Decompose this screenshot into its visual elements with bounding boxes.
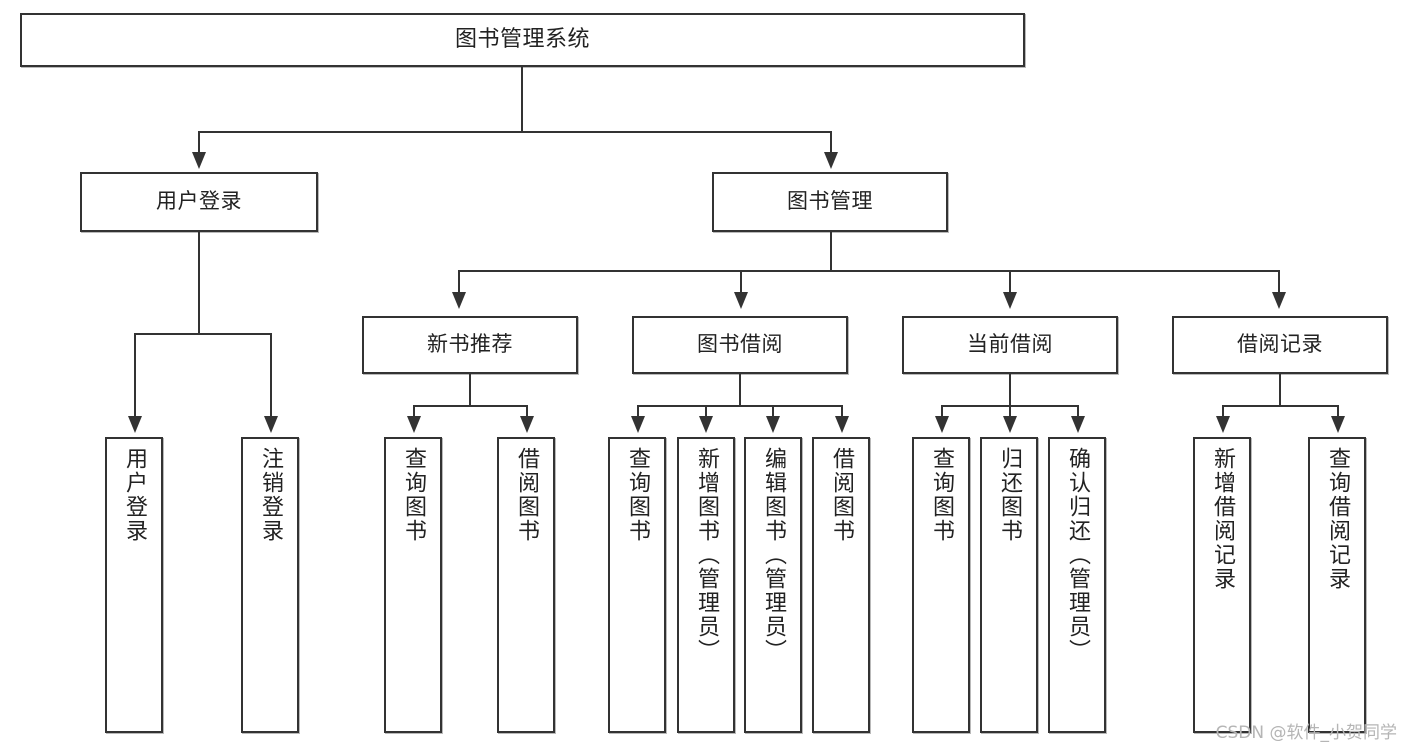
arrowhead-leaf-confirm-return — [1071, 416, 1085, 433]
node-label: 编辑图书（管理员） — [761, 447, 786, 663]
arrowhead-leaf-user-login — [128, 416, 142, 433]
leaf-query-book-current[interactable]: 查询图书 — [912, 437, 970, 733]
connector-book-borrow-stem — [739, 374, 741, 405]
arrowhead-leaf-query-record — [1331, 416, 1345, 433]
connector-current-borrow-stem — [1009, 374, 1011, 405]
connector-book-borrow-drop-2 — [705, 405, 707, 420]
connector-book-mgmt-drop-4 — [1278, 270, 1280, 296]
arrowhead-borrow-record — [1272, 292, 1286, 309]
node-current-borrow[interactable]: 当前借阅 — [902, 316, 1118, 374]
leaf-user-login[interactable]: 用户登录 — [105, 437, 163, 733]
connector-book-borrow-bus — [637, 405, 843, 407]
arrowhead-book-borrow — [734, 292, 748, 309]
leaf-return-book[interactable]: 归还图书 — [980, 437, 1038, 733]
leaf-query-book-recommend[interactable]: 查询图书 — [384, 437, 442, 733]
connector-book-borrow-drop-3 — [772, 405, 774, 420]
connector-borrow-record-bus — [1222, 405, 1337, 407]
leaf-edit-book-admin[interactable]: 编辑图书（管理员） — [744, 437, 802, 733]
node-label: 查询图书 — [625, 447, 650, 543]
node-label: 用户登录 — [122, 447, 147, 543]
connector-new-book-bus — [413, 405, 526, 407]
connector-user-login-drop-1 — [134, 333, 136, 420]
connector-book-mgmt-stem — [830, 232, 832, 270]
node-label: 图书借阅 — [697, 332, 783, 357]
arrowhead-leaf-add-record — [1216, 416, 1230, 433]
node-user-login[interactable]: 用户登录 — [80, 172, 318, 232]
connector-new-book-stem — [469, 374, 471, 405]
node-label: 借阅记录 — [1237, 332, 1323, 357]
arrowhead-leaf-edit-book — [766, 416, 780, 433]
connector-book-borrow-drop-1 — [637, 405, 639, 420]
arrowhead-leaf-logout — [264, 416, 278, 433]
connector-borrow-record-stem — [1279, 374, 1281, 405]
leaf-confirm-return-admin[interactable]: 确认归还（管理员） — [1048, 437, 1106, 733]
node-label: 当前借阅 — [967, 332, 1053, 357]
arrowhead-leaf-query-book-2 — [631, 416, 645, 433]
node-label: 图书管理 — [787, 189, 873, 214]
connector-user-login-bus — [134, 333, 270, 335]
node-label: 用户登录 — [156, 189, 242, 214]
leaf-borrow-book-recommend[interactable]: 借阅图书 — [497, 437, 555, 733]
connector-current-borrow-drop-3 — [1077, 405, 1079, 420]
connector-book-mgmt-drop-3 — [1009, 270, 1011, 296]
connector-root-stem — [521, 67, 523, 131]
leaf-add-borrow-record[interactable]: 新增借阅记录 — [1193, 437, 1251, 733]
leaf-query-book-borrow[interactable]: 查询图书 — [608, 437, 666, 733]
node-label: 查询图书 — [401, 447, 426, 543]
node-root-library-system[interactable]: 图书管理系统 — [20, 13, 1025, 67]
node-label: 新书推荐 — [427, 332, 513, 357]
connector-borrow-record-drop-2 — [1337, 405, 1339, 420]
arrowhead-leaf-return-book — [1003, 416, 1017, 433]
connector-root-to-book-mgmt — [830, 131, 832, 157]
connector-book-mgmt-bus — [458, 270, 1280, 272]
leaf-logout[interactable]: 注销登录 — [241, 437, 299, 733]
node-label: 查询借阅记录 — [1325, 447, 1350, 591]
node-book-borrow[interactable]: 图书借阅 — [632, 316, 848, 374]
node-label: 借阅图书 — [514, 447, 539, 543]
connector-borrow-record-drop-1 — [1222, 405, 1224, 420]
node-label: 借阅图书 — [829, 447, 854, 543]
connector-book-borrow-drop-4 — [841, 405, 843, 420]
connector-root-bus — [198, 131, 832, 133]
connector-user-login-stem — [198, 232, 200, 333]
arrowhead-leaf-query-book-1 — [407, 416, 421, 433]
node-label: 注销登录 — [258, 447, 283, 543]
node-label: 图书管理系统 — [454, 26, 590, 52]
node-label: 新增图书（管理员） — [694, 447, 719, 663]
arrowhead-current-borrow — [1003, 292, 1017, 309]
connector-new-book-drop-2 — [526, 405, 528, 420]
node-label: 归还图书 — [997, 447, 1022, 543]
node-new-book-recommend[interactable]: 新书推荐 — [362, 316, 578, 374]
arrowhead-leaf-borrow-book-2 — [835, 416, 849, 433]
node-label: 查询图书 — [929, 447, 954, 543]
arrowhead-leaf-add-book — [699, 416, 713, 433]
connector-root-to-user-login — [198, 131, 200, 157]
connector-book-mgmt-drop-1 — [458, 270, 460, 296]
arrowhead-leaf-query-book-3 — [935, 416, 949, 433]
arrowhead-user-login — [192, 152, 206, 169]
connector-user-login-drop-2 — [270, 333, 272, 420]
connector-book-mgmt-drop-2 — [740, 270, 742, 296]
leaf-add-book-admin[interactable]: 新增图书（管理员） — [677, 437, 735, 733]
arrowhead-book-mgmt — [824, 152, 838, 169]
arrowhead-new-book-recommend — [452, 292, 466, 309]
leaf-borrow-book[interactable]: 借阅图书 — [812, 437, 870, 733]
connector-new-book-drop-1 — [413, 405, 415, 420]
arrowhead-leaf-borrow-book-1 — [520, 416, 534, 433]
node-label: 确认归还（管理员） — [1065, 447, 1090, 663]
leaf-query-borrow-record[interactable]: 查询借阅记录 — [1308, 437, 1366, 733]
node-book-management[interactable]: 图书管理 — [712, 172, 948, 232]
connector-current-borrow-drop-1 — [941, 405, 943, 420]
connector-current-borrow-drop-2 — [1009, 405, 1011, 420]
node-label: 新增借阅记录 — [1210, 447, 1235, 591]
node-borrow-record[interactable]: 借阅记录 — [1172, 316, 1388, 374]
